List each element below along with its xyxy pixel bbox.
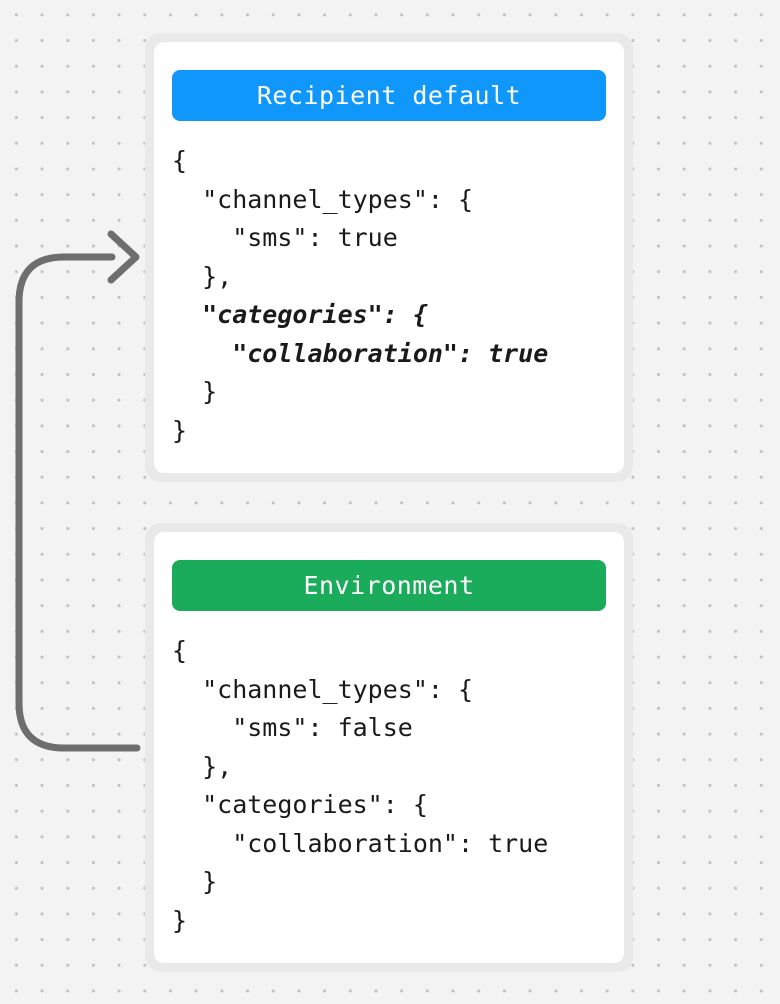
code-line: { xyxy=(172,636,188,665)
code-line: "sms": false xyxy=(172,713,413,742)
card-title-environment: Environment xyxy=(172,560,606,611)
card-title-recipient-default: Recipient default xyxy=(172,70,606,121)
code-block-recipient-default: { "channel_types": { "sms": true }, "cat… xyxy=(172,142,606,450)
code-line: "categories": { xyxy=(172,300,428,329)
card-environment: Environment { "channel_types": { "sms": … xyxy=(145,523,633,972)
code-line: } xyxy=(172,377,218,406)
flow-arrow-head xyxy=(107,230,140,284)
card-recipient-default-body: Recipient default { "channel_types": { "… xyxy=(154,42,624,473)
code-line: } xyxy=(172,867,218,896)
card-recipient-default: Recipient default { "channel_types": { "… xyxy=(145,33,633,482)
code-block-environment: { "channel_types": { "sms": false }, "ca… xyxy=(172,632,606,940)
code-line: }, xyxy=(172,751,233,781)
code-line: "collaboration": true xyxy=(172,828,549,858)
code-line: } xyxy=(172,415,188,445)
card-environment-body: Environment { "channel_types": { "sms": … xyxy=(154,532,624,963)
code-line: "categories": { xyxy=(172,790,428,819)
code-line: } xyxy=(172,905,188,935)
code-line: "channel_types": { xyxy=(172,184,474,214)
code-line: }, xyxy=(172,261,233,291)
code-line: "channel_types": { xyxy=(172,674,474,704)
code-line: "sms": true xyxy=(172,223,398,252)
flow-arrow-shaft xyxy=(15,253,141,752)
code-line: "collaboration": true xyxy=(172,338,549,368)
code-line: { xyxy=(172,146,188,175)
